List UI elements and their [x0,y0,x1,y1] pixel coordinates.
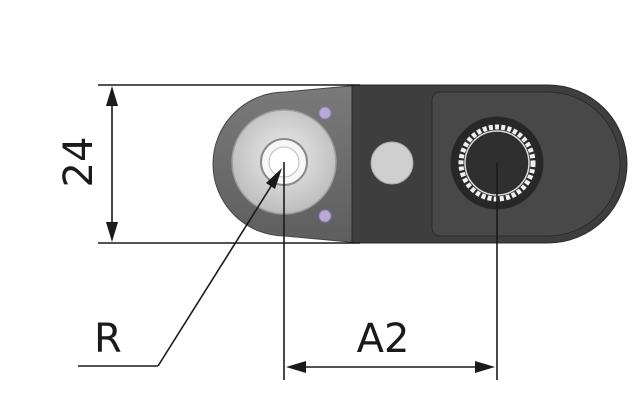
radius-leader-diagonal [157,171,281,367]
height-dimension: 24 [56,84,360,244]
radius-label: R [94,316,122,362]
radius-dimension: R [78,168,282,367]
arrow-right-icon [475,361,495,373]
arrow-left-icon [286,361,306,373]
center-distance-dimension: A2 [283,162,498,380]
height-label: 24 [56,137,102,188]
arrow-up-icon [106,86,118,106]
radius-arrow-icon [266,168,282,189]
rivet-bottom [318,209,332,223]
center-distance-label: A2 [357,316,410,362]
arrow-down-icon [106,222,118,242]
center-pin [370,141,414,185]
crank-lever-part [212,84,628,244]
rivet-top [318,106,332,120]
